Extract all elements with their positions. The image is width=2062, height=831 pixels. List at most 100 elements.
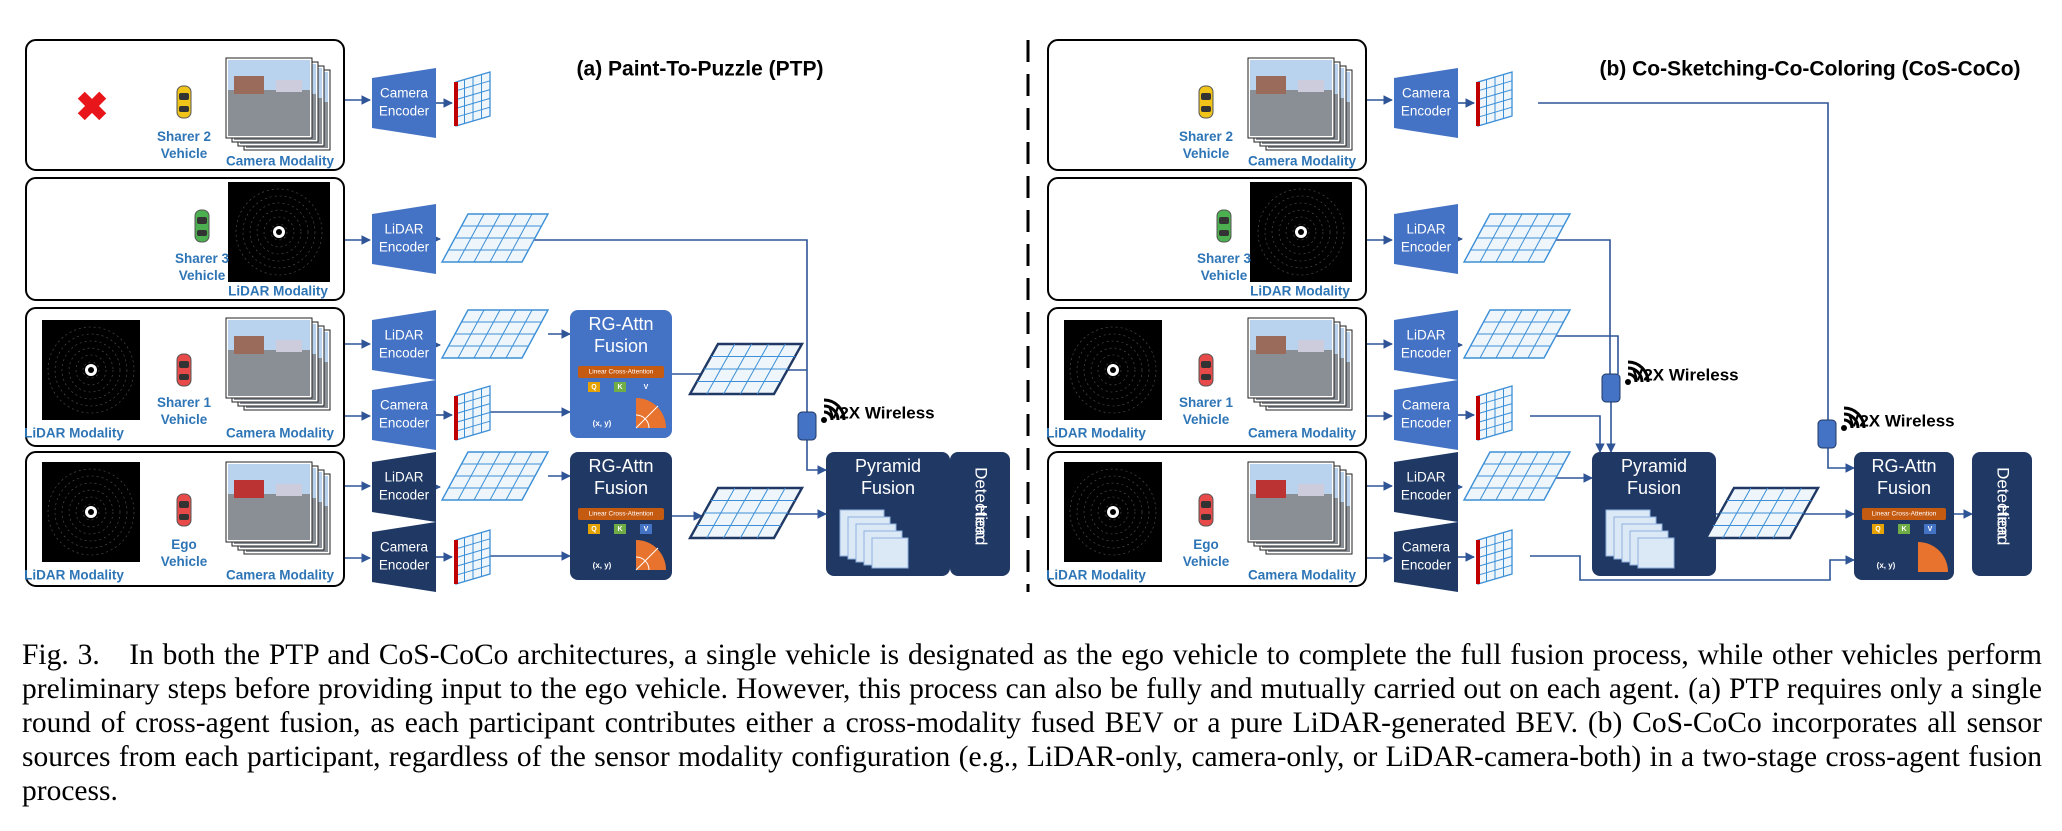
connector-arrow <box>1530 555 1855 581</box>
lidar-ring <box>263 216 295 248</box>
modality-label: LiDAR Modality <box>1046 426 1146 441</box>
car-body <box>194 209 210 243</box>
car-window <box>1219 230 1229 236</box>
lidar-ring <box>68 347 114 393</box>
ego-rg-attn-fusion <box>570 452 672 580</box>
road <box>1250 90 1332 136</box>
ego-lidar-bev <box>1462 451 1572 501</box>
grid-line <box>455 411 491 423</box>
lidar-encoder <box>372 310 436 380</box>
qkv-chip <box>614 524 626 534</box>
cross-attn-bar <box>1862 508 1946 520</box>
lidar-encoder <box>1394 204 1458 274</box>
lidar-ring <box>75 354 107 386</box>
connector-line <box>1542 239 1611 374</box>
encoder-label: Encoder <box>379 346 430 361</box>
sharer1-lidar-bev <box>1462 309 1572 359</box>
lidar-center <box>276 229 282 235</box>
grid-line <box>455 538 491 550</box>
detection-head-label: Head <box>972 505 991 546</box>
lidar-ring <box>1076 475 1150 549</box>
sharer1-camera-feature <box>1476 385 1513 441</box>
camera-encoder <box>1394 380 1458 450</box>
modality-label: Camera Modality <box>1248 568 1357 583</box>
radial-line <box>635 547 659 571</box>
panel-a-title: (a) Paint-To-Puzzle (PTP) <box>577 58 824 81</box>
vehicle-label: Vehicle <box>161 146 208 161</box>
wifi-arc <box>823 410 834 421</box>
lidar-center <box>1110 509 1116 515</box>
grid-line <box>1477 97 1513 109</box>
vehicle-label: Sharer 2 <box>157 129 211 144</box>
car-window <box>179 361 189 368</box>
wifi-arc <box>1843 406 1866 429</box>
camera-encoder <box>372 380 436 450</box>
car-window <box>179 514 189 520</box>
lidar-center <box>1298 229 1304 235</box>
vehicle-label: Vehicle <box>1183 412 1230 427</box>
ego-lidar-image <box>42 462 140 562</box>
encoder-label: LiDAR <box>384 222 423 237</box>
figure-caption: Fig. 3. In both the PTP and CoS-CoCo arc… <box>22 638 2042 808</box>
road <box>228 350 310 396</box>
qkv-label: Q <box>1875 526 1881 533</box>
building <box>234 76 264 94</box>
grid-line <box>1477 89 1513 101</box>
qkv-chip <box>1924 524 1936 534</box>
lidar-ring <box>61 340 121 400</box>
cross-attn-label: Linear Cross-Attention <box>589 511 654 518</box>
lidar-ring <box>82 361 100 379</box>
lidar-center <box>1110 367 1116 373</box>
ego-lidar-image <box>1064 462 1162 562</box>
grid-line <box>1477 411 1513 423</box>
encoder-label: Camera <box>380 86 429 101</box>
qkv-chip <box>588 382 600 392</box>
pyramid-layer <box>871 537 909 569</box>
panel-b-v2x-wireless-2 <box>1817 406 1866 449</box>
cross-attn-bar <box>578 366 664 378</box>
sharer1-lidar-image <box>1064 320 1162 420</box>
modality-label: Camera Modality <box>226 154 335 169</box>
lidar-ring <box>1285 216 1317 248</box>
wifi-dot <box>1841 425 1847 431</box>
modality-label: Camera Modality <box>1248 426 1357 441</box>
car-body <box>176 493 192 527</box>
lidar-ring <box>54 475 128 549</box>
car-body <box>1198 493 1214 527</box>
ego-camera-feature <box>454 529 491 585</box>
qkv-chip <box>1898 524 1910 534</box>
vehicle-label: Vehicle <box>161 412 208 427</box>
vehicle-label: Ego <box>171 537 197 552</box>
ego-car-icon <box>1198 493 1214 527</box>
v2x-label: V2X Wireless <box>1848 411 1955 430</box>
vehicle-label: Vehicle <box>1183 146 1230 161</box>
car-window <box>1201 374 1211 380</box>
building <box>234 480 264 498</box>
encoder-label: LiDAR <box>1406 328 1445 343</box>
road <box>228 494 310 540</box>
v2x-label: V2X Wireless <box>828 403 935 422</box>
panel-b-fused-bev <box>1703 486 1821 540</box>
modality-label: LiDAR Modality <box>24 426 124 441</box>
car-body <box>1198 353 1214 387</box>
grid-line <box>455 106 491 118</box>
car-window <box>179 93 189 100</box>
grid-line <box>1477 403 1513 415</box>
grid-line <box>1477 394 1513 406</box>
vehicle-label: Ego <box>1193 537 1219 552</box>
wifi-arc <box>1843 412 1860 429</box>
vehicle-label: Sharer 1 <box>1179 395 1234 410</box>
panel-a-pyramid-fusion <box>826 452 950 576</box>
modality-label: LiDAR Modality <box>1046 568 1146 583</box>
encoder-label: LiDAR <box>384 470 423 485</box>
encoder-label: Encoder <box>379 240 430 255</box>
lidar-ring <box>61 482 121 542</box>
detection-head-label: Head <box>1994 505 2013 546</box>
cross-attn-bar <box>578 508 664 520</box>
lidar-ring <box>1257 188 1345 276</box>
grid-line <box>1477 80 1513 92</box>
modality-label: Camera Modality <box>1248 154 1357 169</box>
ego-camera-stack <box>1247 461 1353 555</box>
lidar-ring <box>1076 333 1150 407</box>
xy-label: (x, y) <box>593 419 612 428</box>
